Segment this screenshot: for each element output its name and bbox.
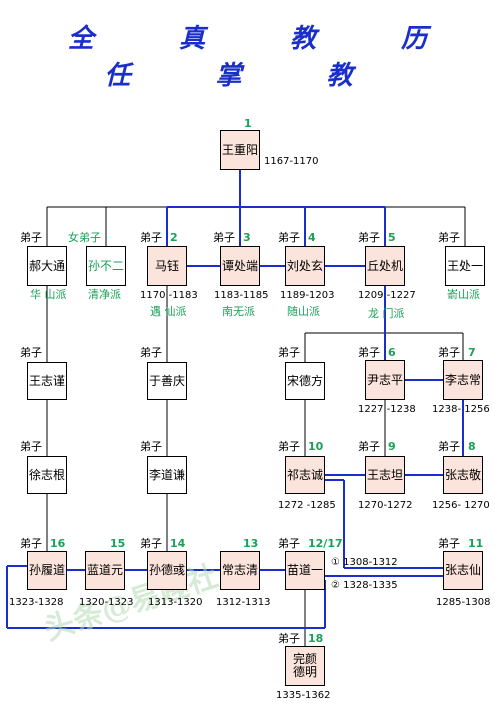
role-label: 弟子 (140, 440, 162, 453)
node-ma-yu: 马钰 (147, 246, 187, 286)
node-years: 1183-1185 (214, 290, 269, 301)
node-hao-datong: 郝大通 (27, 246, 67, 286)
role-label: 弟子 (438, 537, 460, 550)
node-term-1: ① 1308-1312 (331, 557, 398, 568)
role-label: 弟子 (140, 231, 162, 244)
node-liu-chuxuan: 刘处玄 (285, 246, 325, 286)
node-number: 14 (170, 537, 186, 550)
node-li-daoqian: 李道谦 (147, 456, 187, 494)
node-xu-zhigen: 徐志根 (27, 456, 67, 494)
node-number: 4 (308, 231, 316, 244)
school-label: 华 山派 (30, 288, 67, 301)
node-chang-zhiqing: 常志清 (220, 551, 260, 590)
role-label: 弟子 (213, 231, 235, 244)
role-label: 弟子 (278, 537, 300, 550)
role-label: 弟子 (438, 440, 460, 453)
node-sun-buer: 孙不二 (86, 246, 126, 286)
node-number: 16 (50, 537, 66, 550)
node-sun-deyu: 孙德彧 (147, 551, 187, 590)
node-wanyan-deming: 完颜 德明 (285, 646, 325, 686)
node-number: 2 (170, 231, 178, 244)
node-years: 1256- 1270 (432, 500, 490, 511)
node-zhang-zhixian: 张志仙 (443, 551, 483, 590)
node-qiu-chuji: 丘处机 (365, 246, 405, 286)
node-years: 1167-1170 (264, 156, 319, 167)
node-lan-daoyuan: 蓝道元 (85, 551, 125, 590)
node-number: 8 (468, 440, 476, 453)
node-sun-lvdao: 孙履道 (27, 551, 67, 590)
node-number: 18 (308, 632, 324, 645)
school-label: 南无派 (222, 305, 255, 318)
role-label: 弟子 (20, 537, 42, 550)
node-years: 1312-1313 (216, 597, 271, 608)
role-label: 弟子 (278, 231, 300, 244)
node-qi-zhicheng: 祁志诚 (285, 456, 325, 494)
node-number: 7 (468, 346, 476, 359)
school-label: 龙 门派 (368, 307, 405, 320)
node-number: 6 (388, 346, 396, 359)
node-number: 3 (243, 231, 251, 244)
role-label: 弟子 (20, 346, 42, 359)
page-title: 全 真 教 历 任 掌 教 (67, 24, 466, 91)
role-label: 弟子 (278, 346, 300, 359)
node-years: 1313-1320 (148, 597, 203, 608)
node-yin-zhiping: 尹志平 (365, 360, 405, 400)
node-yu-shanqing: 于善庆 (147, 362, 187, 400)
role-label: 弟子 (438, 346, 460, 359)
node-years: 1227 -1238 (358, 404, 416, 415)
node-li-zhichang: 李志常 (443, 360, 483, 400)
node-years: 1272 -1285 (278, 500, 336, 511)
school-label: 随山派 (287, 305, 320, 318)
node-wang-zhijin: 王志谨 (27, 362, 67, 400)
node-miao-daoyi: 苗道一 (285, 551, 325, 590)
node-wang-zhitan: 王志坦 (365, 456, 405, 494)
node-number: 15 (110, 537, 126, 550)
role-label: 女弟子 (68, 231, 101, 244)
role-label: 弟子 (278, 440, 300, 453)
role-label: 弟子 (278, 632, 300, 645)
role-label: 弟子 (358, 346, 380, 359)
node-wang-chongyang: 王重阳 (220, 130, 260, 170)
node-song-defang: 宋德方 (285, 362, 325, 400)
school-label: 清净派 (88, 288, 121, 301)
node-years: 1189-1203 (280, 290, 335, 301)
role-label: 弟子 (438, 231, 460, 244)
node-term-2: ② 1328-1335 (331, 580, 398, 591)
node-number: 10 (308, 440, 324, 453)
role-label: 弟子 (20, 231, 42, 244)
node-number: 9 (388, 440, 396, 453)
node-years: 1335-1362 (276, 690, 331, 701)
node-zhang-zhijing: 张志敬 (443, 456, 483, 494)
node-number: 12/17 (308, 537, 343, 550)
node-years: 1238- 1256 (432, 404, 490, 415)
node-years: 1285-1308 (436, 597, 491, 608)
role-label: 弟子 (358, 231, 380, 244)
node-years: 1209 -1227 (358, 290, 416, 301)
node-number: 1 (244, 117, 252, 130)
role-label: 弟子 (140, 346, 162, 359)
node-number: 5 (388, 231, 396, 244)
node-years: 1270-1272 (358, 500, 413, 511)
school-label: 嵛山派 (447, 288, 480, 301)
role-label: 弟子 (358, 440, 380, 453)
node-wang-chuyi: 王处一 (445, 246, 485, 286)
node-number: 11 (468, 537, 484, 550)
node-years: 1320-1323 (79, 597, 134, 608)
node-number: 13 (243, 537, 259, 550)
role-label: 弟子 (140, 537, 162, 550)
role-label: 弟子 (20, 440, 42, 453)
school-label: 遇 仙派 (150, 305, 187, 318)
node-years: 1323-1328 (9, 597, 64, 608)
node-tan-chuduan: 谭处端 (220, 246, 260, 286)
node-years: 1170 -1183 (140, 290, 198, 301)
